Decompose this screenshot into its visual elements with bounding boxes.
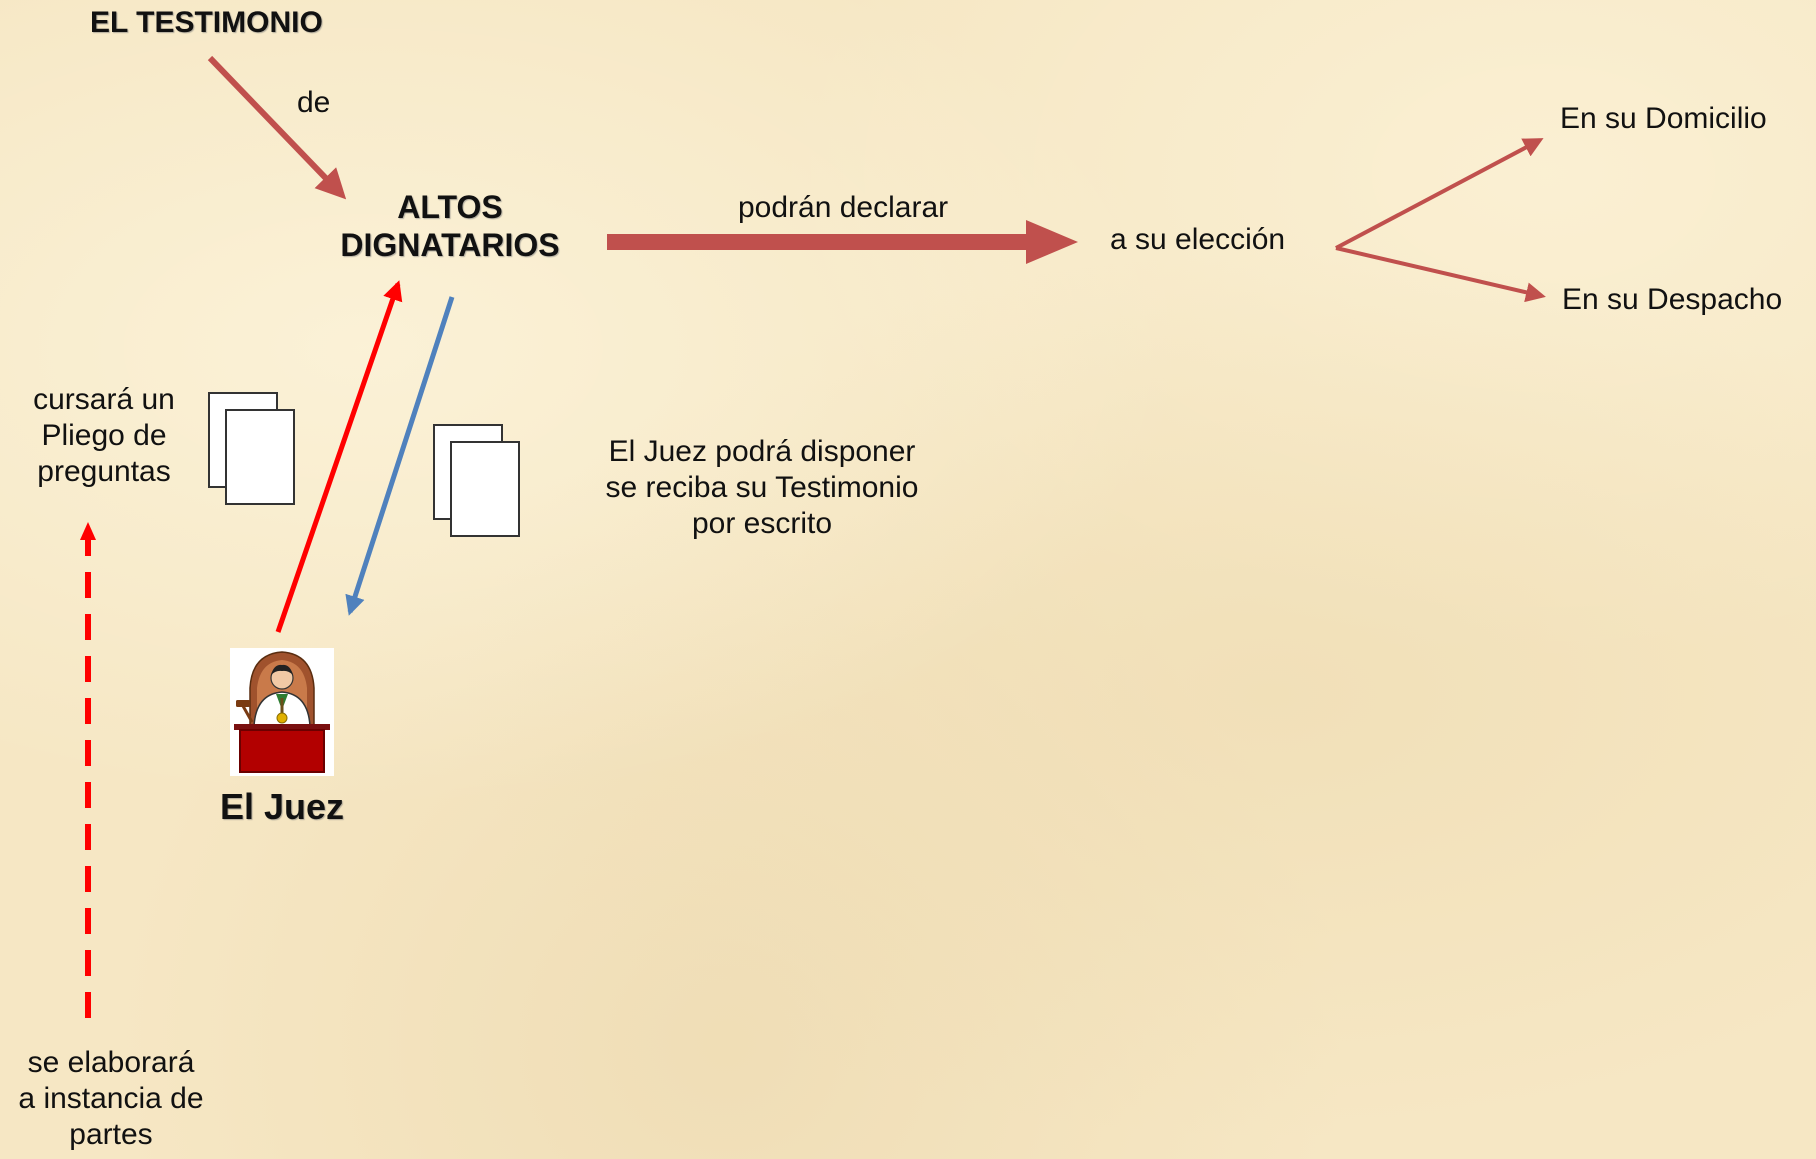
- arrow-podran-declarar-head: [1026, 220, 1078, 264]
- label-el-juez: El Juez: [219, 786, 345, 827]
- arrow-dignatarios-to-juez: [345, 296, 455, 616]
- judge-clipart-icon: [230, 648, 334, 776]
- cursara-line2: Pliego de: [41, 419, 167, 452]
- node-cursara-pliego: cursará un Pliego de preguntas: [14, 382, 194, 490]
- arrow-to-domicilio: [1335, 138, 1544, 250]
- label-podran-declarar: podrán declarar: [738, 191, 949, 224]
- documents-stack-icon: [208, 392, 300, 508]
- elabora-line3: partes: [69, 1118, 153, 1151]
- node-a-su-eleccion: a su elección: [1110, 223, 1286, 256]
- node-altos-line2: DIGNATARIOS: [340, 227, 560, 264]
- elabora-line2: a instancia de: [18, 1082, 204, 1115]
- node-altos-line1: ALTOS: [397, 189, 503, 225]
- node-juez-podra-disponer: El Juez podrá disponer se reciba su Test…: [586, 434, 938, 542]
- node-en-su-domicilio: En su Domicilio: [1560, 102, 1767, 135]
- cursara-line1: cursará un: [33, 383, 175, 416]
- documents-stack-icon: [433, 424, 525, 540]
- node-altos-dignatarios: ALTOS DIGNATARIOS: [330, 188, 570, 265]
- dashed-arrow-head: [80, 522, 96, 540]
- juez-dispone-line3: por escrito: [691, 507, 833, 540]
- arrow-to-despacho: [1335, 246, 1546, 303]
- juez-dispone-line2: se reciba su Testimonio: [605, 471, 919, 504]
- arrow-juez-to-dignatarios: [275, 280, 403, 633]
- node-en-su-despacho: En su Despacho: [1562, 283, 1783, 316]
- cursara-line3: preguntas: [37, 455, 171, 488]
- node-se-elaborara: se elaborará a instancia de partes: [8, 1045, 214, 1153]
- arrow-testimonio-to-dignatarios: [207, 55, 347, 200]
- elabora-line1: se elaborará: [27, 1046, 195, 1079]
- label-de: de: [297, 86, 331, 119]
- title-el-testimonio: EL TESTIMONIO: [90, 6, 323, 39]
- juez-dispone-line1: El Juez podrá disponer: [608, 435, 916, 468]
